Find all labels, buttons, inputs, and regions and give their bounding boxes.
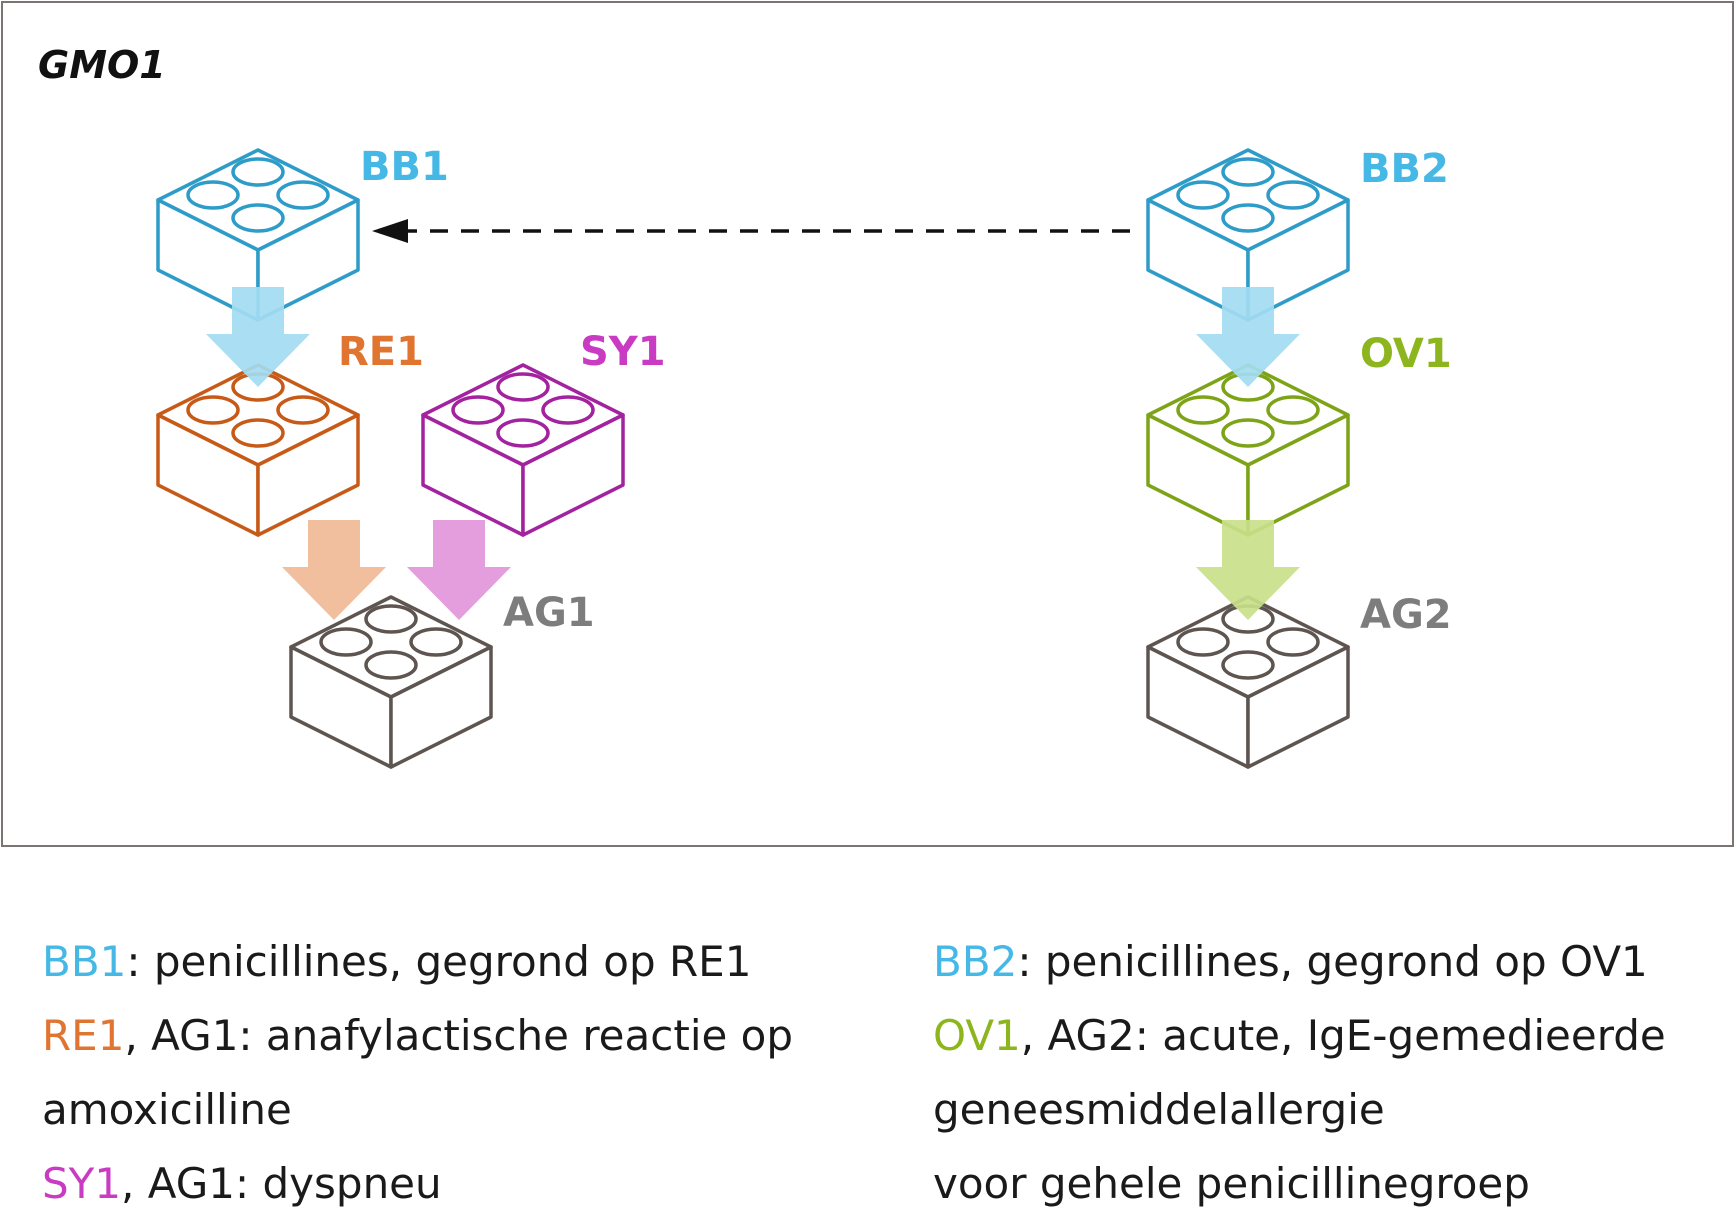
ov1-to-ag2-arrow-icon [1196,520,1300,620]
legend-line: RE1, AG1: anafylactische reactie op [42,999,793,1073]
ov1-brick-icon [1146,363,1350,537]
legend-line: BB2: penicillines, gegrond op OV1 [933,925,1666,999]
legend-text: amoxicilline [42,1085,292,1134]
legend-right: BB2: penicillines, gegrond op OV1 OV1, A… [933,925,1666,1221]
label-ov1: OV1 [1360,331,1452,377]
legend-line: SY1, AG1: dyspneu [42,1147,793,1221]
sy1-to-ag1-arrow-icon [407,520,511,620]
legend-line: voor gehele penicillinegroep [933,1147,1666,1221]
legend-left: BB1: penicillines, gegrond op RE1 RE1, A… [42,925,793,1221]
legend-key: BB1 [42,937,127,986]
label-bb1: BB1 [360,144,449,190]
legend-text: geneesmiddelallergie [933,1085,1385,1134]
label-bb2: BB2 [1360,146,1449,192]
sy1-brick-icon [421,363,625,537]
legend-key: BB2 [933,937,1018,986]
legend-line: BB1: penicillines, gegrond op RE1 [42,925,793,999]
ag1-brick-icon [289,595,493,769]
legend-key: RE1 [42,1011,125,1060]
legend-line: amoxicilline [42,1073,793,1147]
legend-key: OV1 [933,1011,1021,1060]
ag2-brick-icon [1146,595,1350,769]
legend-text: , AG1: anafylactische reactie op [124,1011,794,1060]
legend-key: SY1 [42,1159,122,1208]
label-ag2: AG2 [1360,592,1452,638]
label-ag1: AG1 [503,590,595,636]
diagram-title: GMO1 [38,43,166,87]
diagram-frame [1,1,1734,847]
dashed-connector-arrowhead-icon [372,219,408,243]
legend-text: voor gehele penicillinegroep [933,1159,1530,1208]
legend-line: OV1, AG2: acute, IgE-gemedieerde [933,999,1666,1073]
re1-brick-icon [156,363,360,537]
legend-text: , AG1: dyspneu [121,1159,442,1208]
label-re1: RE1 [338,329,424,375]
legend-text: : penicillines, gegrond op OV1 [1017,937,1648,986]
diagram-canvas: GMO1 BB1 BB2 RE1 SY1 OV1 AG1 AG2 [38,43,1452,769]
legend-line: geneesmiddelallergie [933,1073,1666,1147]
legend-text: , AG2: acute, IgE-gemedieerde [1020,1011,1666,1060]
re1-to-ag1-arrow-icon [282,520,386,620]
legend-text: : penicillines, gegrond op RE1 [126,937,752,986]
label-sy1: SY1 [580,329,666,375]
